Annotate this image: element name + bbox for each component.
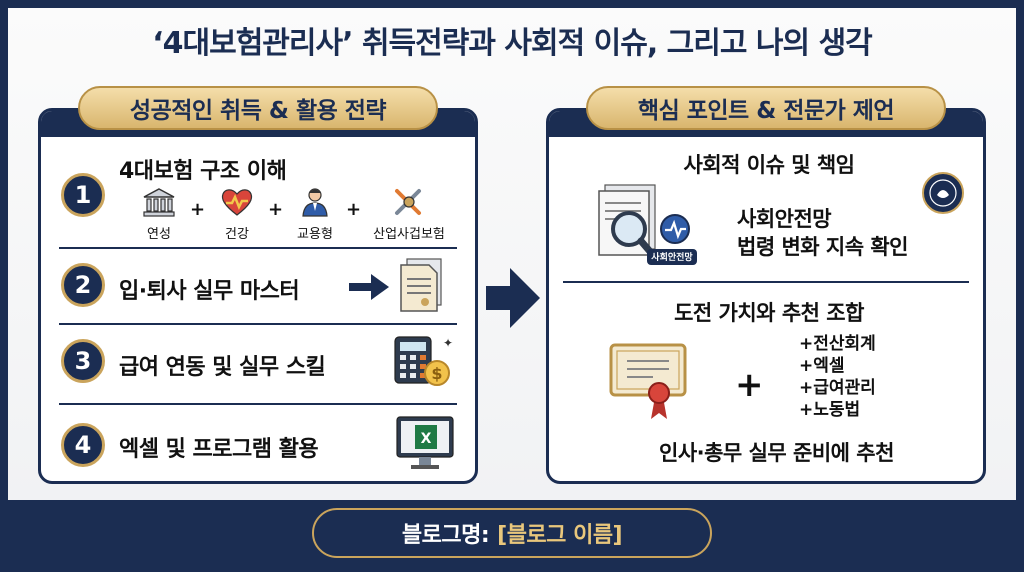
- tools-icon: [395, 189, 421, 215]
- page-title: ‘4대보험관리사’ 취득전략과 사회적 이슈, 그리고 나의 생각: [152, 26, 873, 61]
- government-seal-icon: [922, 172, 964, 214]
- social-issue-line-2: 법령 변화 지속 확인: [737, 235, 909, 259]
- insurance-health: 건강: [197, 187, 277, 242]
- step-divider: [59, 247, 457, 249]
- plus-sign: +: [735, 365, 764, 405]
- combo-item: +노동법: [799, 400, 861, 420]
- step-number-2: 2: [61, 263, 105, 307]
- excel-monitor-icon: X: [396, 416, 454, 469]
- blog-name-label: 블로그명:: [401, 523, 490, 548]
- safety-net-badge: 사회안전망: [651, 253, 693, 263]
- blog-name-badge: 블로그명: [블로그 이름]: [312, 508, 712, 558]
- step-number-3: 3: [61, 339, 105, 383]
- worker-icon: [302, 188, 328, 217]
- insurance-industrial: 산업사겁보험: [359, 187, 459, 242]
- plus-sign: +: [268, 199, 284, 220]
- step-title-1: 4대보험 구조 이해: [119, 159, 287, 184]
- insurance-label: 건강: [225, 227, 249, 242]
- bank-icon: [143, 188, 175, 217]
- document-icon: [400, 258, 442, 312]
- step-divider: [59, 403, 457, 405]
- insurance-label: 연성: [147, 227, 171, 242]
- step-number-1: 1: [61, 173, 105, 217]
- svg-text:$: $: [431, 364, 442, 383]
- combo-item: +전산회계: [799, 334, 876, 354]
- step-title-3: 급여 연동 및 실무 스킬: [119, 355, 326, 380]
- key-points-heading: 핵심 포인트 & 전문가 제언: [586, 86, 946, 130]
- key-points-panel: 사회적 이슈 및 책임 사회안전망 사회안전망 법령 변화 지속 확인 도전 가…: [546, 108, 986, 484]
- insurance-label: 교용형: [297, 227, 333, 242]
- combo-list: +전산회계 +엑셀 +급여관리 +노동법: [799, 333, 876, 421]
- step-number-4: 4: [61, 423, 105, 467]
- plus-sign: +: [190, 199, 206, 220]
- step-title-4: 엑셀 및 프로그램 활용: [119, 437, 319, 462]
- recommendation-text: 인사·총무 실무 준비에 추천: [659, 441, 894, 465]
- center-arrow-icon: [486, 268, 540, 328]
- strategy-heading: 성공적인 취득 & 활용 전략: [78, 86, 438, 130]
- heart-icon: [221, 189, 253, 216]
- certificate-icon: [609, 343, 687, 419]
- insurance-label: 산업사겁보험: [373, 227, 445, 242]
- section-title-social: 사회적 이슈 및 책임: [683, 153, 856, 177]
- calculator-icon: $ ✦: [394, 336, 453, 386]
- plus-sign: +: [346, 199, 362, 220]
- social-issue-line-1: 사회안전망: [737, 207, 832, 231]
- step-title-2: 입·퇴사 실무 마스터: [119, 279, 300, 304]
- magnifier-document-icon: [598, 184, 697, 265]
- strategy-panel: 1 4대보험 구조 이해 연성 + 건강 + 교용형 +: [38, 108, 478, 484]
- svg-text:✦: ✦: [443, 336, 453, 350]
- section-divider: [563, 281, 969, 283]
- svg-text:X: X: [421, 431, 432, 447]
- blog-name-value: [블로그 이름]: [497, 523, 623, 548]
- section-title-challenge: 도전 가치와 추천 조합: [674, 301, 864, 325]
- insurance-pension: 연성: [119, 187, 199, 242]
- insurance-employment: 교용형: [275, 187, 355, 242]
- right-arrow-icon: [349, 274, 389, 300]
- combo-item: +급여관리: [799, 378, 876, 398]
- combo-item: +엑셀: [799, 356, 845, 376]
- step-divider: [59, 323, 457, 325]
